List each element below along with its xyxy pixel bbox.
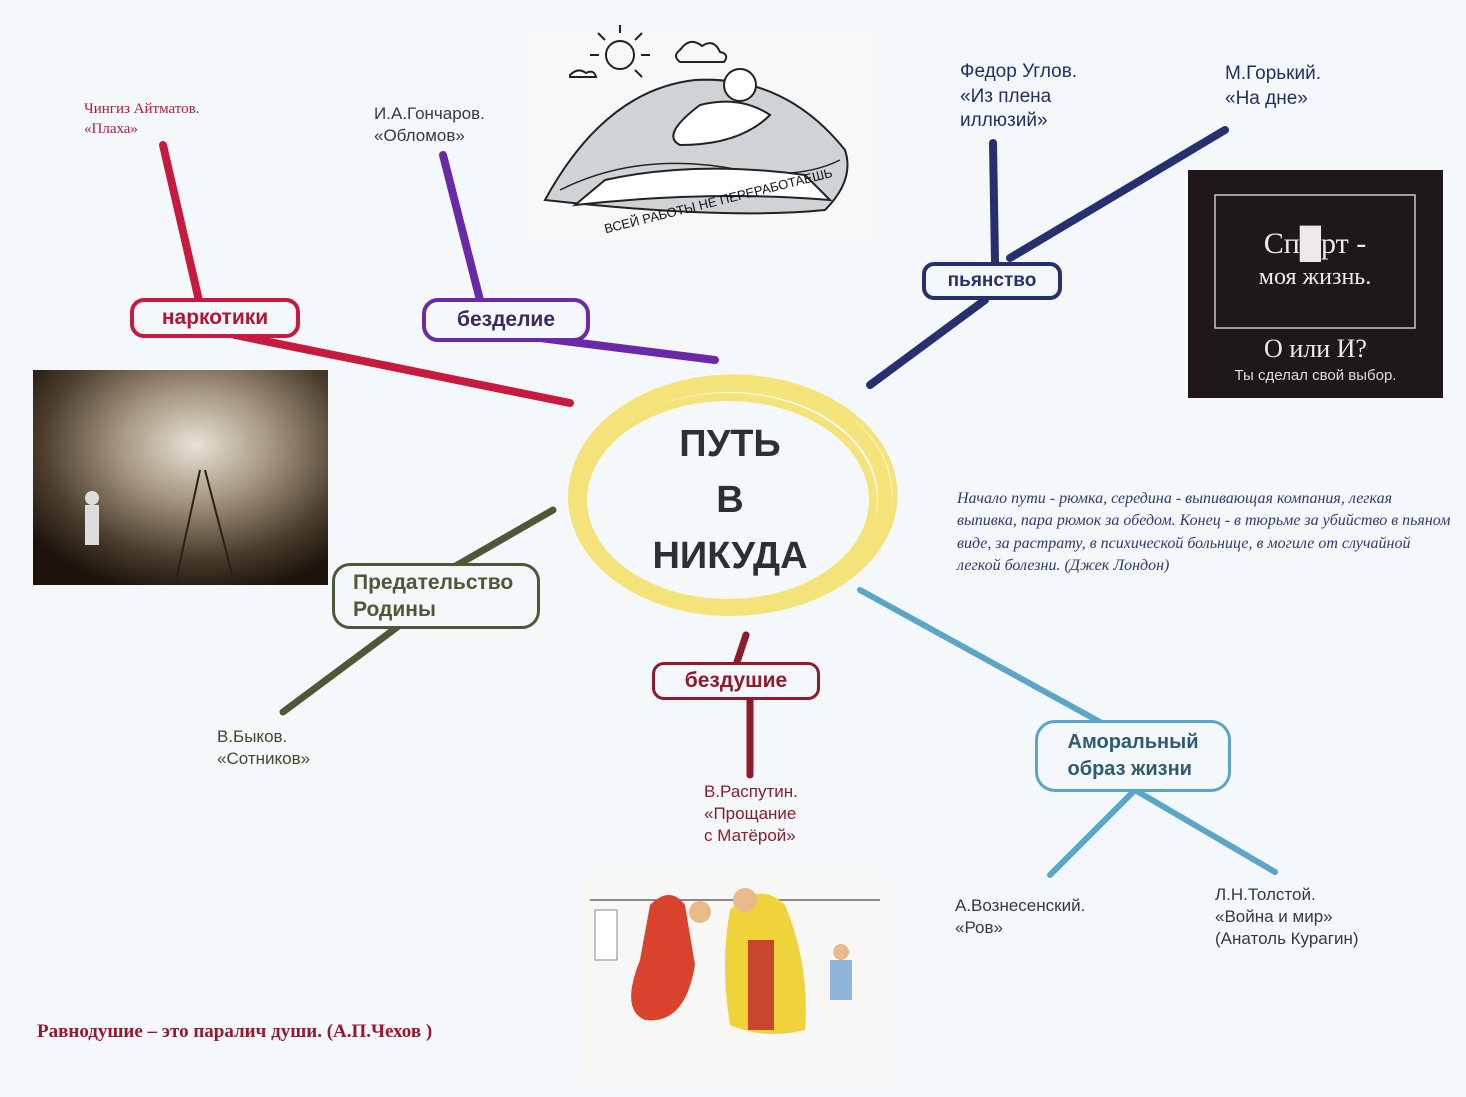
connector-tolstoy <box>1132 787 1278 875</box>
quote-chekhov: Равнодушие – это паралич души. (А.П.Чехо… <box>37 1021 433 1042</box>
center-scribble <box>568 374 898 616</box>
connector-pyanstvo-center <box>866 296 989 389</box>
poster-line-3: О или И? <box>1264 334 1367 363</box>
quarrel-cartoon <box>583 875 893 1085</box>
sport-poster <box>1188 170 1443 398</box>
author-bykov: В.Быков. «Сотников» <box>217 727 311 769</box>
connector-goncharov <box>439 151 484 304</box>
poster-line-4: Ты сделал свой выбор. <box>1234 367 1397 384</box>
quote-london: Начало пути - рюмка, середина - выпивающ… <box>957 490 1451 575</box>
node-pyanstvo[interactable]: пьянство <box>922 262 1062 300</box>
connector-uglov <box>989 139 999 266</box>
smoke-railway-photo <box>33 370 328 586</box>
poster-line-1: Сп█рт - <box>1263 227 1367 260</box>
connector-aitmatov <box>159 141 204 309</box>
node-amoralny[interactable]: Аморальный образ жизни <box>1035 720 1231 792</box>
author-uglov: Федор Углов. «Из плена иллюзий» <box>960 61 1078 132</box>
center-line-1: ПУТЬ <box>679 423 781 465</box>
poster-line-2: моя жизнь. <box>1258 264 1372 290</box>
connector-amoralny-center <box>857 587 1103 725</box>
author-goncharov: И.А.Гончаров. «Обломов» <box>374 104 485 146</box>
author-tolstoy: Л.Н.Толстой. «Война и мир» (Анатоль Кура… <box>1215 885 1359 949</box>
center-line-3: НИКУДА <box>652 535 808 577</box>
author-rasputin: В.Распутин. «Прощание с Матёрой» <box>704 782 798 846</box>
connector-bykov <box>279 621 404 716</box>
connector-gorky <box>1006 126 1229 262</box>
lazy-man-cartoon: ВСЕЙ РАБОТЫ НЕ ПЕРЕРАБОТАЕШЬ <box>528 25 873 240</box>
node-narkotiki[interactable]: наркотики <box>130 298 300 338</box>
author-gorky: М.Горький. «На дне» <box>1225 63 1321 109</box>
connector-narkotiki-center <box>231 331 574 407</box>
author-aitmatov: Чингиз Айтматов. «Плаха» <box>84 101 200 137</box>
connector-voznesensky <box>1047 787 1138 878</box>
connector-bezdushie-center <box>732 631 750 669</box>
author-voznesensky: А.Вознесенский. «Ров» <box>955 896 1086 938</box>
node-bezdelie[interactable]: безделие <box>422 298 590 342</box>
node-bezdushie[interactable]: бездушие <box>652 662 820 700</box>
center-line-2: В <box>716 479 744 521</box>
node-predatelstvo[interactable]: Предательство Родины <box>332 563 540 629</box>
